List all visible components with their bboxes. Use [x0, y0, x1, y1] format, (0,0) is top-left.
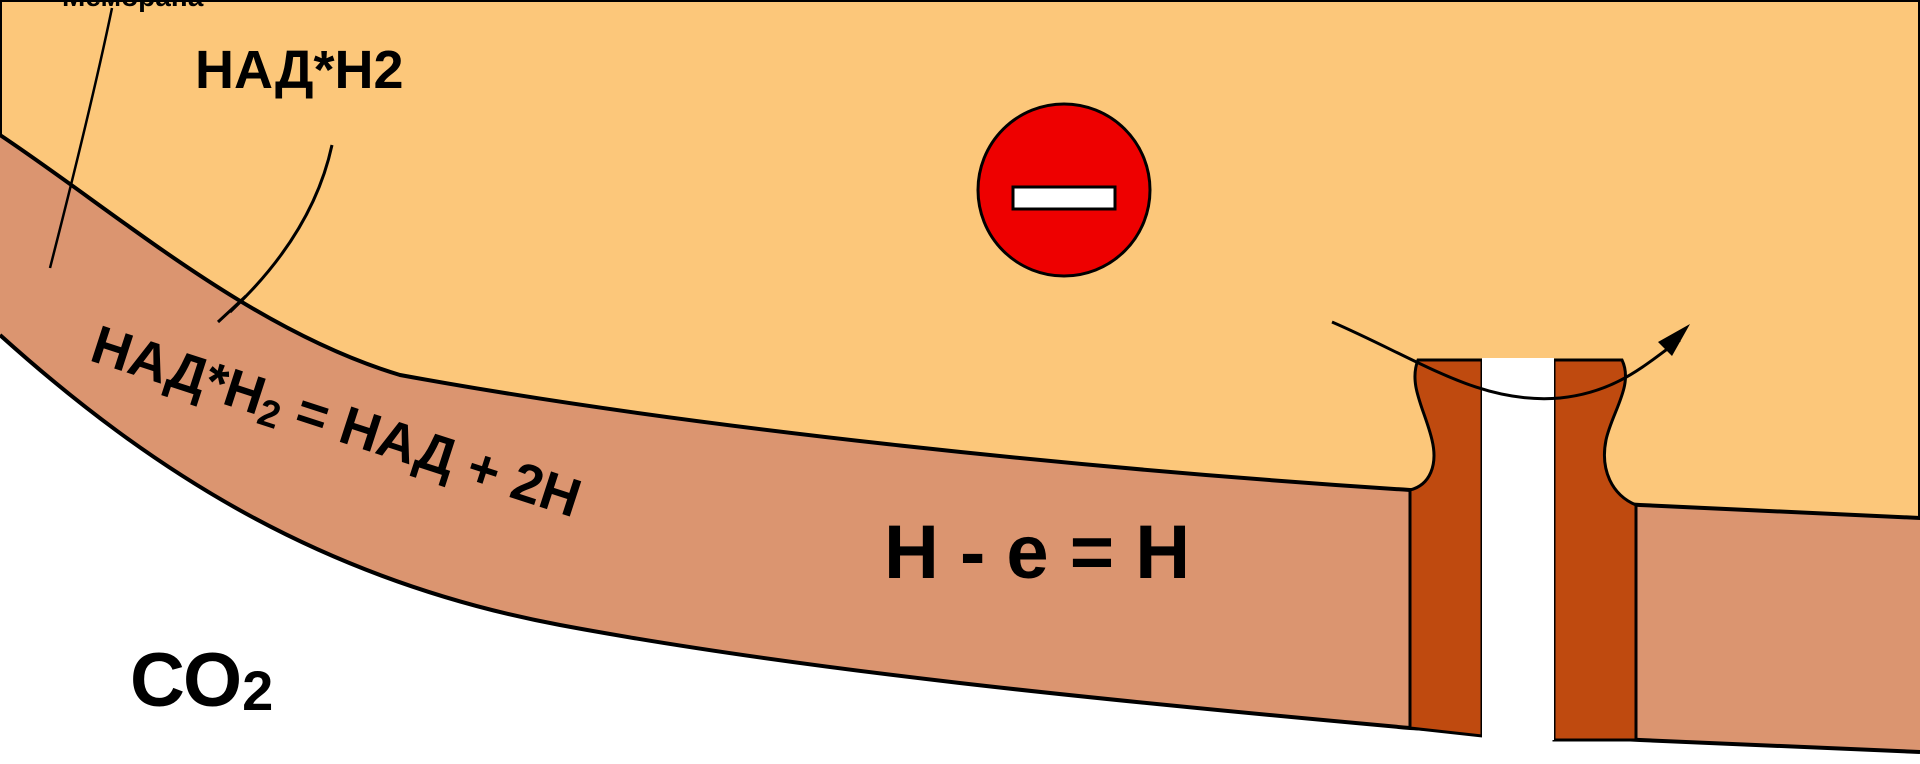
nadh2-label: НАД*Н2 — [195, 40, 404, 100]
minus-circle-icon — [976, 102, 1152, 278]
arrow-head — [1658, 324, 1690, 356]
membrane-label: Мембрана — [62, 0, 204, 12]
electron-equation: Н - е = Н — [884, 510, 1190, 595]
co2-label: СО2 — [130, 638, 273, 723]
membrane-outer-edge — [0, 333, 1920, 754]
ion-channel — [1408, 358, 1638, 742]
membrane-pointer-line — [48, 7, 114, 269]
channel-left-wall — [1408, 358, 1484, 738]
curved-arrow-icon — [1331, 320, 1681, 401]
nadh2-pointer-tick — [216, 294, 248, 324]
channel-pore — [1482, 358, 1554, 740]
nadh2-pointer-arrow — [228, 144, 334, 314]
channel-right-wall — [1552, 358, 1638, 742]
